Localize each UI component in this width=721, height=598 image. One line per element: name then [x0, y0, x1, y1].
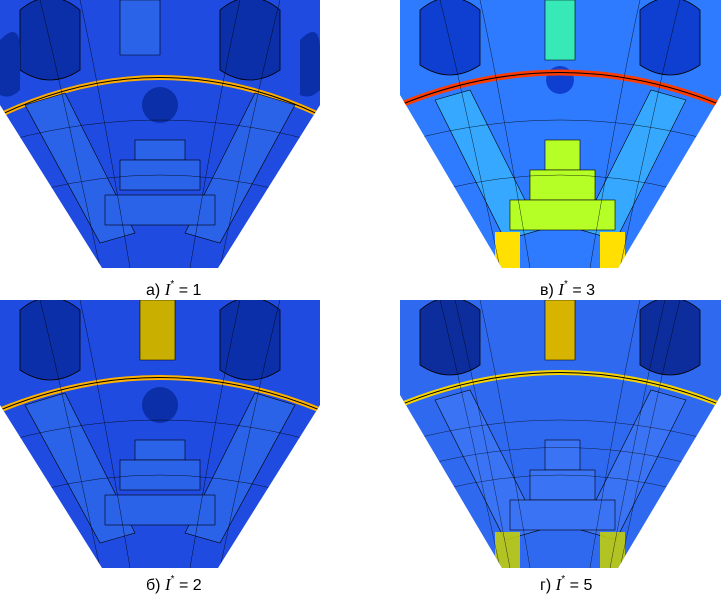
- caption-value: 3: [586, 282, 596, 299]
- caption-label: г): [540, 577, 552, 594]
- caption-superscript: *: [561, 573, 566, 585]
- caption-a: а) I* = 1: [146, 278, 202, 300]
- caption-label: а): [146, 282, 161, 299]
- caption-value: 5: [583, 577, 593, 594]
- panel-b: [0, 300, 320, 570]
- caption-symbol: I: [555, 575, 562, 594]
- field-plot-a: [0, 0, 320, 268]
- caption-value: 1: [192, 282, 202, 299]
- caption-symbol: I: [558, 280, 564, 299]
- caption-superscript: *: [563, 278, 568, 290]
- caption-v: в) I* = 3: [540, 278, 596, 300]
- caption-superscript: *: [170, 278, 175, 290]
- field-plot-v: [400, 0, 721, 268]
- caption-relation: =: [569, 577, 579, 594]
- caption-superscript: *: [170, 573, 175, 585]
- caption-b: б) I* = 2: [146, 573, 202, 595]
- caption-g: г) I* = 5: [540, 573, 593, 595]
- caption-relation: =: [572, 282, 582, 299]
- caption-symbol: I: [164, 280, 171, 299]
- caption-label: б): [146, 577, 161, 594]
- caption-symbol: I: [164, 575, 171, 594]
- field-plot-b: [0, 300, 320, 568]
- panel-a: [0, 0, 320, 270]
- caption-label: в): [540, 282, 554, 299]
- panel-v: [400, 0, 721, 270]
- caption-relation: =: [178, 282, 189, 299]
- caption-relation: =: [178, 577, 189, 594]
- field-plot-g: [400, 300, 721, 568]
- caption-value: 2: [192, 577, 202, 594]
- panel-g: [400, 300, 721, 570]
